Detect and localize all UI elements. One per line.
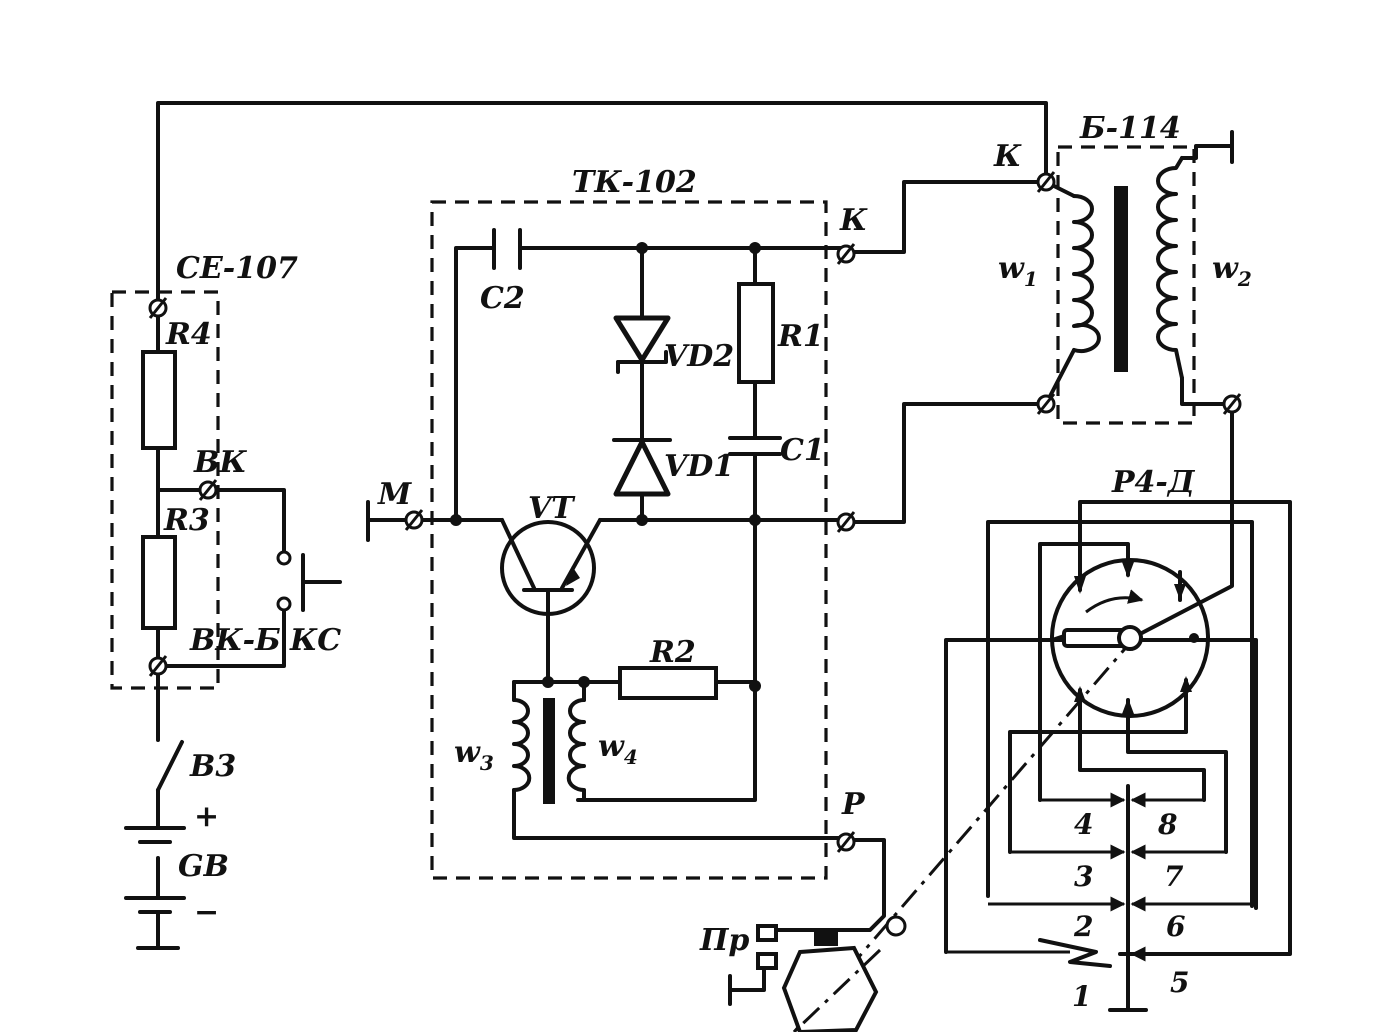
label-r2: R2 <box>649 635 696 670</box>
label-tk102: ТК-102 <box>572 165 697 200</box>
label-r3: R3 <box>163 503 210 538</box>
battery-gb <box>124 826 186 950</box>
cylinder-label: 5 <box>1170 966 1189 999</box>
label-vt: VT <box>528 491 576 526</box>
cylinder-label: 3 <box>1074 860 1093 893</box>
terminal-k-commutator <box>836 243 856 265</box>
coil-core <box>1114 186 1128 372</box>
terminal-vk-b <box>148 655 168 677</box>
ignition-switch-b3 <box>156 740 184 792</box>
label-w3: w3 <box>454 735 494 775</box>
cam-shaft-over <box>792 948 882 1032</box>
diode-vd1 <box>612 438 672 497</box>
junction-dots <box>450 242 761 692</box>
cylinder-label: 4 <box>1074 808 1093 841</box>
label-minus: − <box>194 895 219 930</box>
terminal-k-coil <box>1036 171 1056 193</box>
distributor-wiring <box>792 500 1292 1032</box>
ks-contact-top <box>276 550 292 566</box>
block-tk102-outline <box>430 200 828 880</box>
label-gb: GB <box>178 849 229 884</box>
label-r4d: Р4-Д <box>1111 465 1196 500</box>
transistor-vt <box>500 518 602 616</box>
label-p: Р <box>841 787 866 822</box>
label-r4: R4 <box>165 317 212 352</box>
winding-w4 <box>566 698 586 802</box>
terminals <box>148 171 1242 853</box>
winding-w3 <box>512 698 532 792</box>
terminal-coil-bottom <box>1036 393 1056 415</box>
label-vk-b: ВК-Б <box>189 623 281 658</box>
label-w4: w4 <box>598 729 638 769</box>
terminal-vk <box>198 479 218 501</box>
cylinder-label: 8 <box>1157 808 1177 841</box>
label-ce107: СЕ-107 <box>176 251 298 286</box>
label-r1: R1 <box>777 319 824 354</box>
cylinder-label: 1 <box>1072 980 1091 1013</box>
label-vd1: VD1 <box>664 449 734 484</box>
label-b3: В3 <box>189 749 236 784</box>
label-vk: ВК <box>193 445 247 480</box>
rotor-arrow-icon <box>1085 589 1144 614</box>
resistor-r4 <box>141 350 177 450</box>
capacitor-c1 <box>728 436 782 456</box>
ks-contact-bottom <box>276 596 292 612</box>
label-ks: КС <box>289 623 341 658</box>
winding-w1 <box>1072 194 1101 353</box>
winding-w2 <box>1156 156 1184 380</box>
label-m: М <box>377 477 412 512</box>
terminal-coil-hv <box>1222 393 1242 415</box>
terminal-m <box>404 509 424 531</box>
label-b114: Б-114 <box>1079 111 1181 146</box>
label-k-coil: К <box>993 139 1022 174</box>
resistor-r1 <box>737 282 775 384</box>
terminal-p <box>836 831 856 853</box>
zener-diode-vd2 <box>613 315 671 374</box>
capacitor-c2 <box>492 228 522 270</box>
cylinder-label: 2 <box>1073 910 1093 943</box>
breaker-pr <box>756 915 907 970</box>
label-c2: C2 <box>480 281 525 316</box>
cylinder-label: 6 <box>1166 910 1185 943</box>
breaker-cam <box>781 945 879 1032</box>
wires <box>156 101 1234 1006</box>
label-w1: w1 <box>998 251 1038 291</box>
resistor-r3 <box>141 535 177 630</box>
label-plus: + <box>194 799 219 834</box>
terminal-ce107-top <box>148 297 168 319</box>
label-c1: C1 <box>780 433 825 468</box>
w3-w4-core <box>543 698 555 804</box>
label-pr: Пр <box>699 923 749 958</box>
label-w2: w2 <box>1212 251 1252 291</box>
label-vd2: VD2 <box>664 339 734 374</box>
distributor-rotor <box>1062 625 1143 651</box>
resistor-r2 <box>618 666 718 700</box>
terminal-tk-bottom-right <box>836 511 856 533</box>
cylinder-label: 7 <box>1164 860 1184 893</box>
label-k-commutator: К <box>839 203 868 238</box>
